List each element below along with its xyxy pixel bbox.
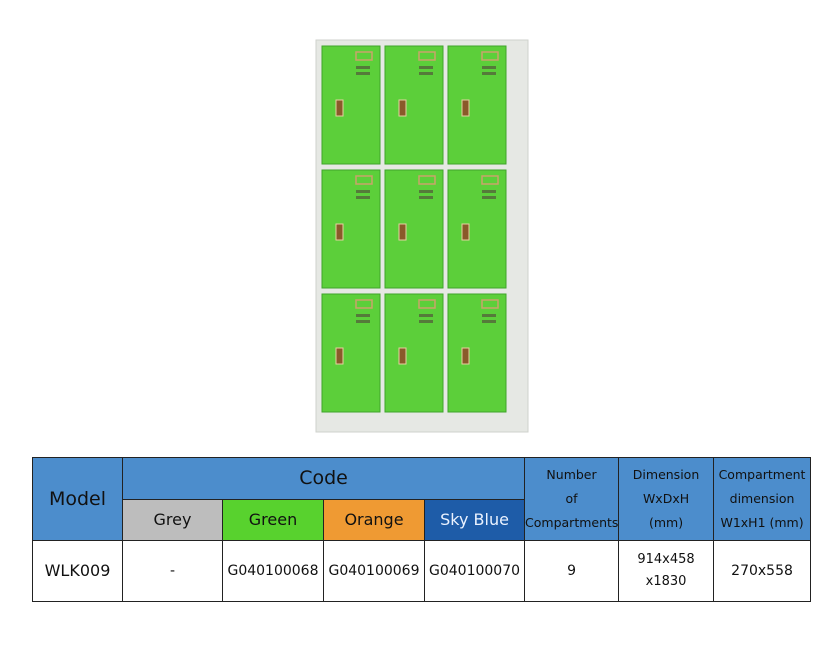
- locker-door: [447, 293, 507, 413]
- header-code: Code: [121, 457, 526, 500]
- cell-compartment-dimension: 270x558: [713, 540, 812, 602]
- door-handle: [398, 99, 407, 117]
- cell-green-code: G040100068: [222, 540, 324, 602]
- locker-door: [321, 169, 381, 289]
- locker-door: [321, 45, 381, 165]
- locker-door: [447, 169, 507, 289]
- door-handle: [461, 99, 470, 117]
- locker-door: [321, 293, 381, 413]
- cell-grey-code: -: [122, 540, 223, 602]
- locker-door: [384, 45, 444, 165]
- header-color-orange: Orange: [323, 499, 425, 541]
- locker-product-image: [315, 39, 529, 433]
- door-handle: [461, 347, 470, 365]
- door-handle: [461, 223, 470, 241]
- door-handle: [335, 223, 344, 241]
- header-color-sky-blue: Sky Blue: [423, 499, 526, 541]
- locker-door: [384, 169, 444, 289]
- header-color-green: Green: [222, 499, 324, 541]
- door-handle: [398, 347, 407, 365]
- door-handle: [398, 223, 407, 241]
- header-color-grey: Grey: [122, 499, 223, 541]
- door-handle: [335, 347, 344, 365]
- cell-model: WLK009: [32, 540, 123, 602]
- cell-compartments: 9: [524, 540, 620, 602]
- locker-door: [447, 45, 507, 165]
- locker-door: [384, 293, 444, 413]
- cell-orange-code: G040100069: [323, 540, 425, 602]
- header-model: Model: [32, 457, 123, 541]
- table-row: WLK009 - G040100068 G040100069 G04010007…: [32, 540, 812, 602]
- door-handle: [335, 99, 344, 117]
- cell-sky-blue-code: G040100070: [423, 540, 526, 602]
